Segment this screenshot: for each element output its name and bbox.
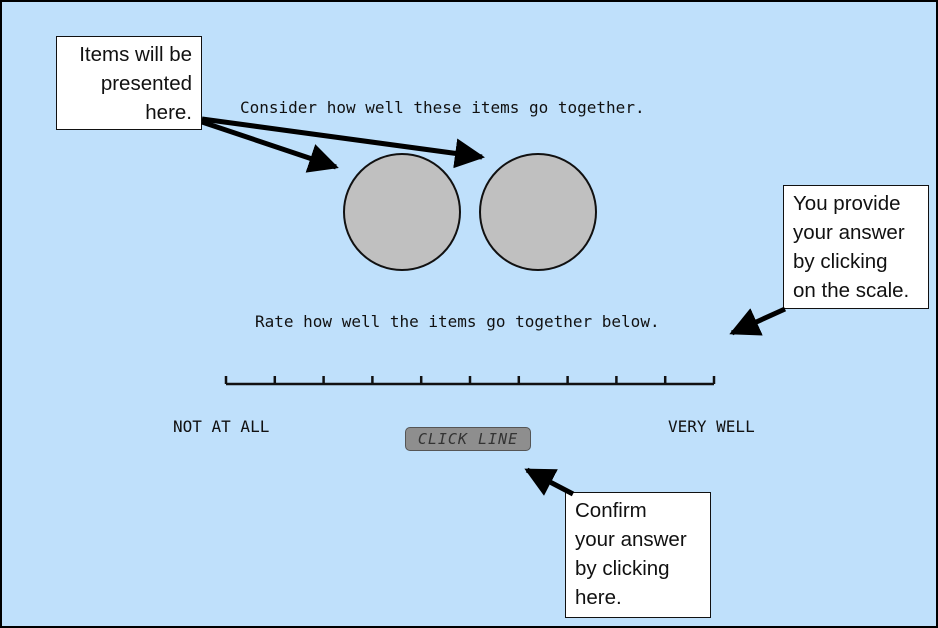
rating-instruction: Rate how well the items go together belo…	[255, 312, 660, 331]
callout-scale: You provide your answer by clicking on t…	[783, 185, 929, 309]
arrow-to-scale	[729, 306, 787, 336]
callout-line: here.	[145, 101, 192, 124]
callout-items: Items will be presented here.	[56, 36, 202, 130]
callout-confirm: Confirm your answer by clicking here.	[565, 492, 711, 618]
callout-line: by clicking	[575, 557, 670, 580]
callout-line: presented	[100, 72, 192, 95]
callout-line: on the scale.	[793, 279, 910, 302]
task-prompt: Consider how well these items go togethe…	[240, 98, 645, 117]
callout-line: your answer	[793, 221, 905, 244]
scale-label-left: NOT AT ALL	[173, 417, 270, 436]
arrow-to-left-item	[201, 119, 339, 173]
callout-line: Items will be	[79, 43, 192, 66]
callout-line: You provide	[793, 192, 901, 215]
item-placeholder-right	[479, 153, 597, 271]
item-placeholder-left	[343, 153, 461, 271]
rating-scale[interactable]	[222, 372, 718, 388]
scale-label-right: VERY WELL	[668, 417, 755, 436]
confirm-button[interactable]: CLICK LINE	[405, 427, 531, 451]
arrow-to-confirm-button	[524, 467, 575, 497]
callout-line: here.	[575, 586, 622, 609]
callout-line: your answer	[575, 528, 687, 551]
callout-line: by clicking	[793, 250, 888, 273]
callout-line: Confirm	[575, 499, 647, 522]
arrow-to-right-item	[201, 116, 485, 169]
